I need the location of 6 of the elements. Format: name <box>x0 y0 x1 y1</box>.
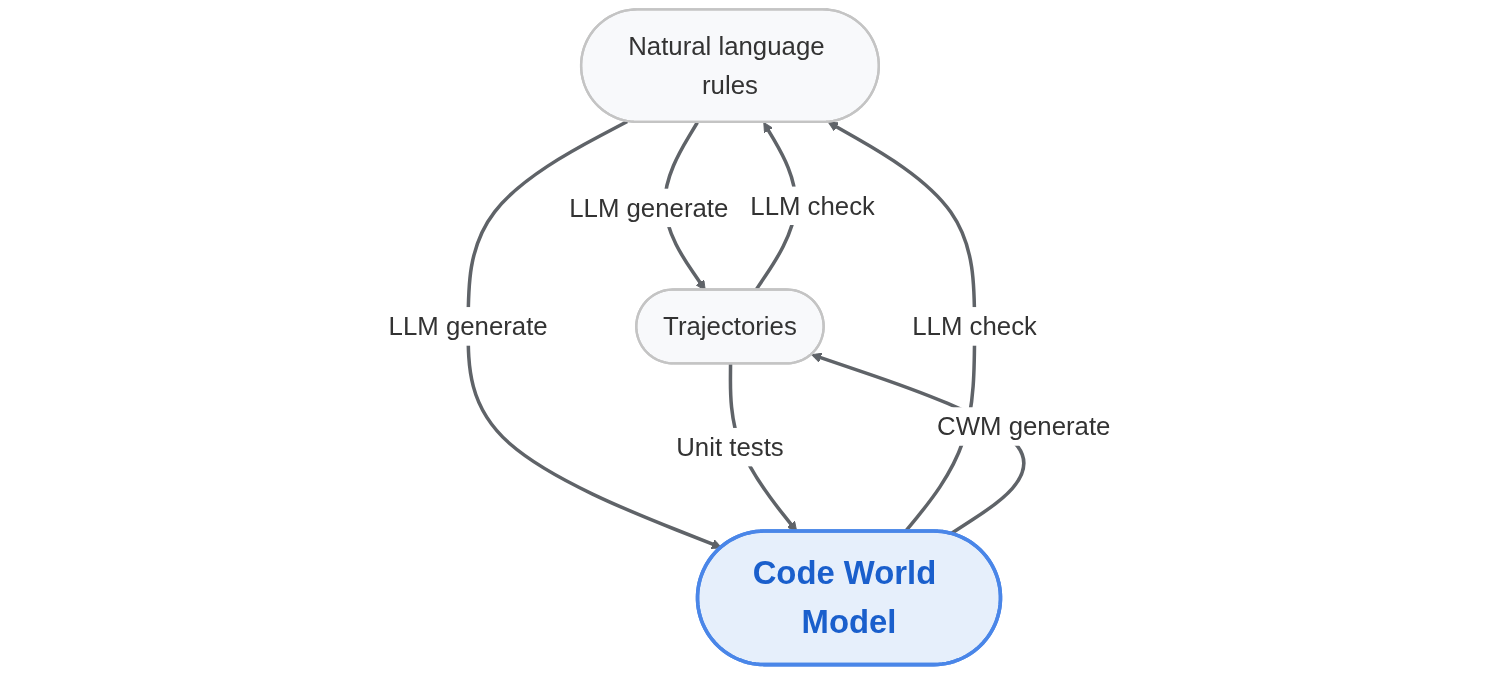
edge-label: CWM generate <box>937 411 1111 442</box>
edge-label: Unit tests <box>676 432 784 462</box>
edge-label: LLM check <box>912 311 1037 342</box>
edge-label: LLM generate <box>569 193 729 223</box>
edge-label: LLM check <box>750 191 875 221</box>
edge-label: LLM generate <box>388 311 548 342</box>
